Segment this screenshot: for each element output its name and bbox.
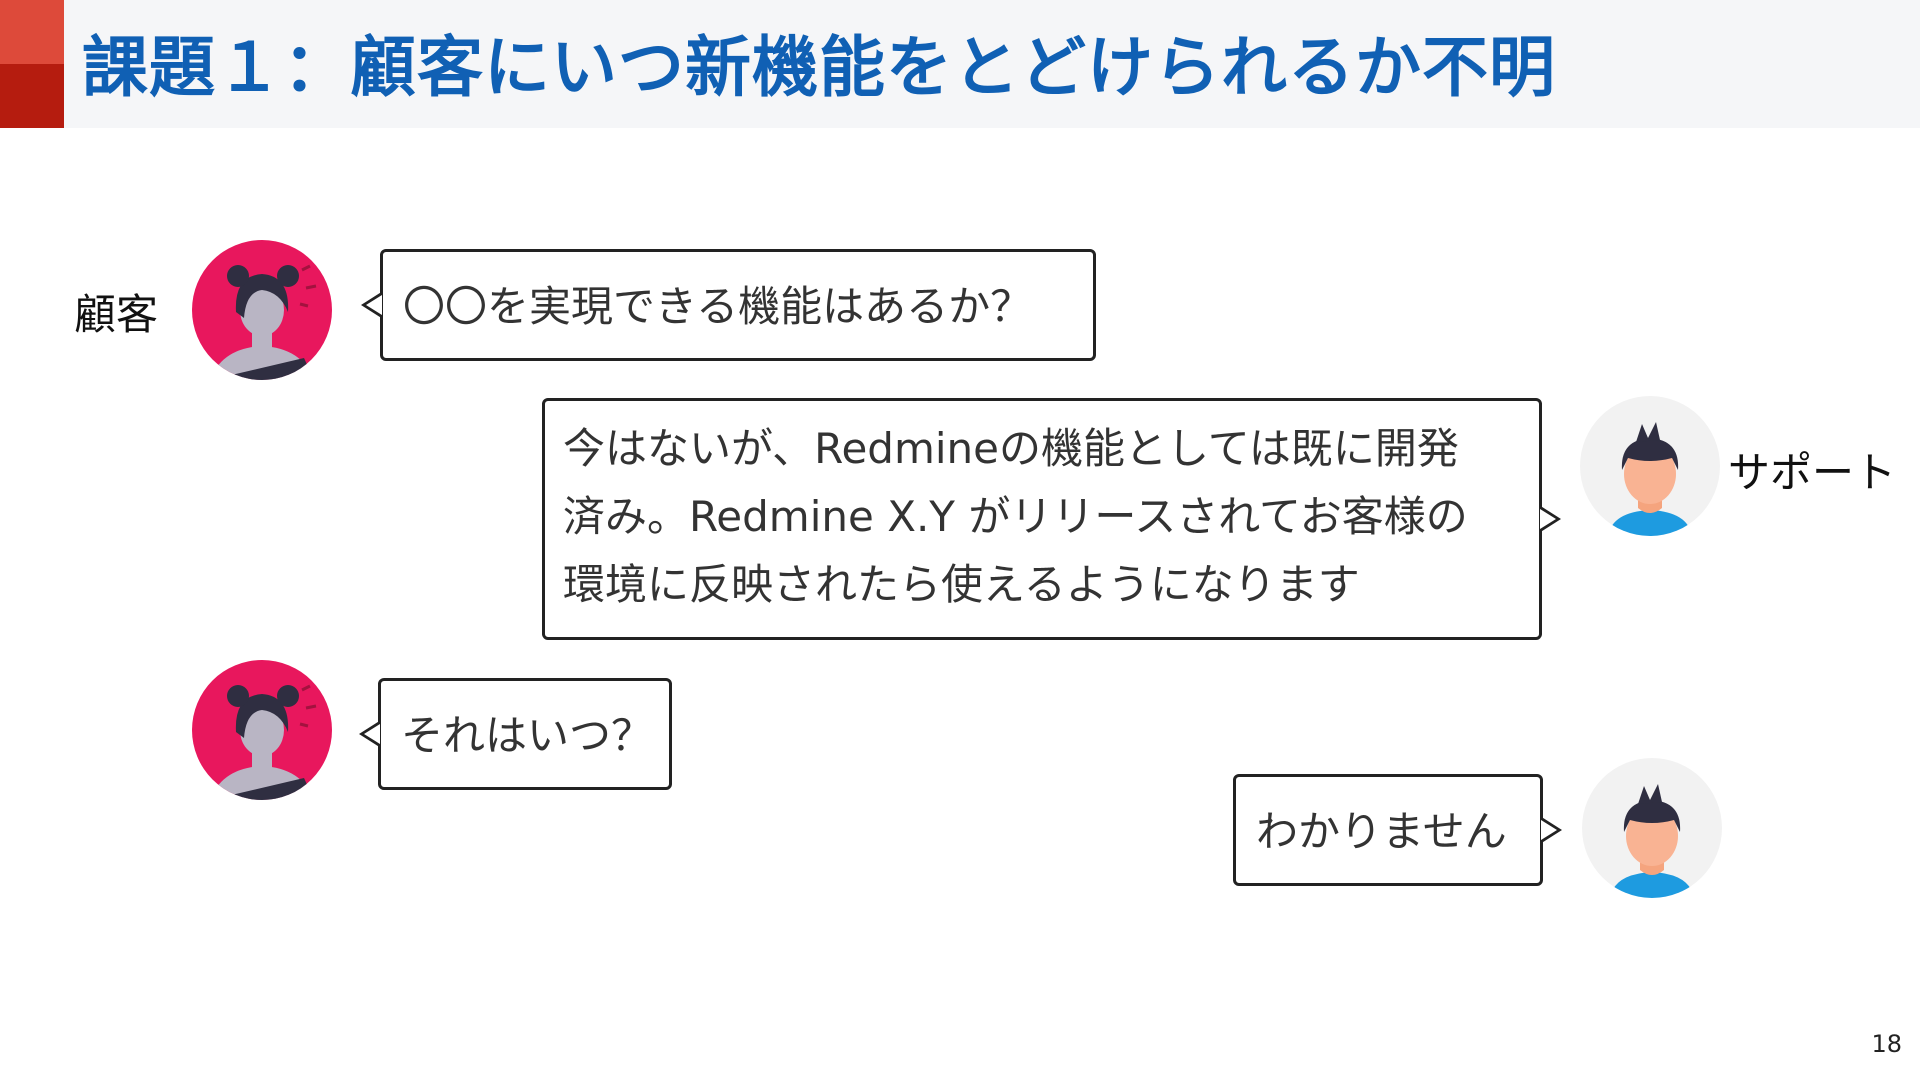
accent-block-bottom	[0, 64, 64, 128]
customer-avatar-icon	[192, 660, 332, 800]
title-bar: 課題１：顧客にいつ新機能をとどけられるか不明	[0, 0, 1920, 128]
bubble-tail	[1540, 816, 1562, 844]
message-bubble-support-2: わかりません	[1233, 774, 1562, 886]
accent-block-top	[0, 0, 64, 64]
message-text: それはいつ？	[401, 711, 654, 760]
message-text-line-2: 済み。Redmine X.Y がリリースされてお客様の	[563, 492, 1468, 541]
message-bubble-customer-1: 〇〇を実現できる機能はあるか？	[361, 249, 1096, 361]
speaker-label-customer: 顧客	[74, 290, 159, 339]
message-text-line-1: 今はないが、Redmineの機能としては既に開発	[563, 424, 1459, 473]
bubble-tail	[359, 720, 381, 748]
speaker-label-support: サポート	[1728, 448, 1897, 497]
message-bubble-customer-2: それはいつ？	[359, 678, 672, 790]
message-text-line-3: 環境に反映されたら使えるようになります	[563, 560, 1360, 609]
page-number: 18	[1871, 1030, 1902, 1058]
bubble-tail	[1539, 505, 1561, 533]
support-avatar-icon	[1580, 396, 1720, 536]
message-text: わかりません	[1256, 807, 1507, 856]
message-bubble-support-1: 今はないが、Redmineの機能としては既に開発 済み。Redmine X.Y …	[542, 398, 1561, 640]
bubble-tail	[361, 291, 383, 319]
support-avatar-icon	[1582, 758, 1722, 898]
slide-title: 課題１：顧客にいつ新機能をとどけられるか不明	[82, 29, 1556, 106]
customer-avatar-icon	[192, 240, 332, 380]
message-text: 〇〇を実現できる機能はあるか？	[403, 282, 1033, 331]
title-accent	[0, 0, 64, 128]
